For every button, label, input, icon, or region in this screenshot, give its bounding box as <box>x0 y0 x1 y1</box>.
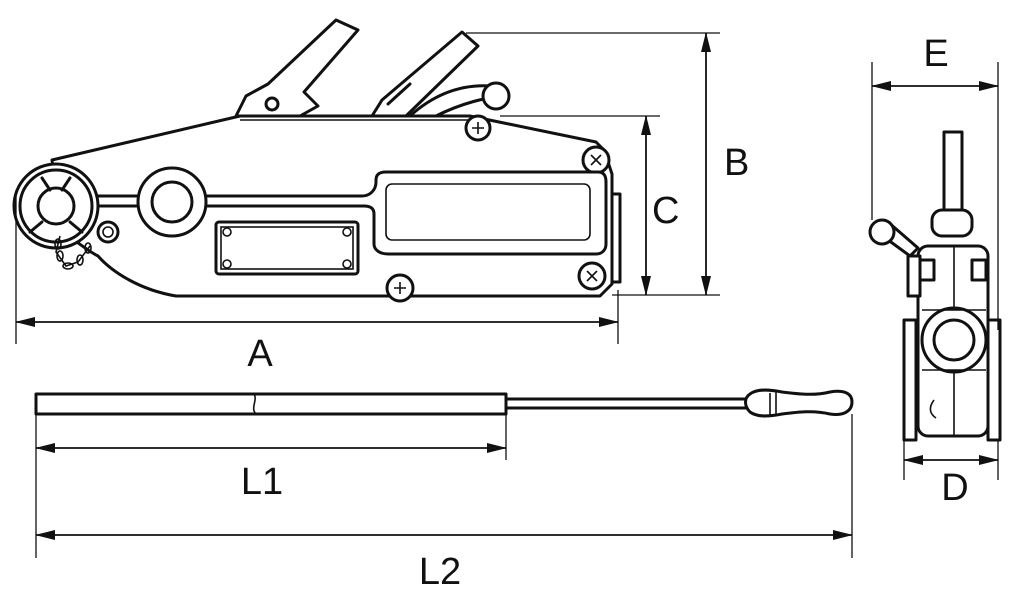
label-L1: L1 <box>241 461 283 503</box>
telescopic-handle <box>34 388 854 418</box>
safety-chain <box>54 235 92 270</box>
lever-knob <box>930 208 974 238</box>
label-E: E <box>923 33 948 75</box>
side-plate-left <box>902 318 918 442</box>
forward-lever <box>234 18 360 118</box>
label-L2: L2 <box>419 551 461 593</box>
side-knob <box>868 218 896 246</box>
anchor-ring <box>12 162 100 250</box>
label-C: C <box>652 190 679 232</box>
hoist-end-view <box>868 130 1002 442</box>
dimension-L1: L1 <box>35 414 507 503</box>
pin <box>96 220 120 244</box>
handle-rod <box>504 397 752 410</box>
label-D: D <box>941 467 968 509</box>
end-plate <box>610 192 622 284</box>
dimension-D: D <box>903 440 999 509</box>
screw <box>464 114 492 142</box>
label-B: B <box>724 142 749 184</box>
dimension-C: C <box>500 115 679 296</box>
screw <box>581 145 611 175</box>
reverse-lever <box>370 30 511 118</box>
handle-grip <box>744 388 854 418</box>
body-slot <box>78 170 608 256</box>
label-A: A <box>247 333 273 375</box>
dimension-L2: L2 <box>35 414 853 593</box>
side-plate-right <box>986 318 1002 442</box>
dimension-B: B <box>466 32 749 296</box>
dimension-A: A <box>15 190 619 375</box>
name-plate <box>214 220 360 276</box>
hoist-side-view <box>12 18 622 303</box>
handle-tube <box>34 392 508 416</box>
rope-drum <box>136 166 208 238</box>
screw <box>577 261 607 291</box>
dimension-E: E <box>871 33 999 330</box>
screw <box>385 273 415 303</box>
